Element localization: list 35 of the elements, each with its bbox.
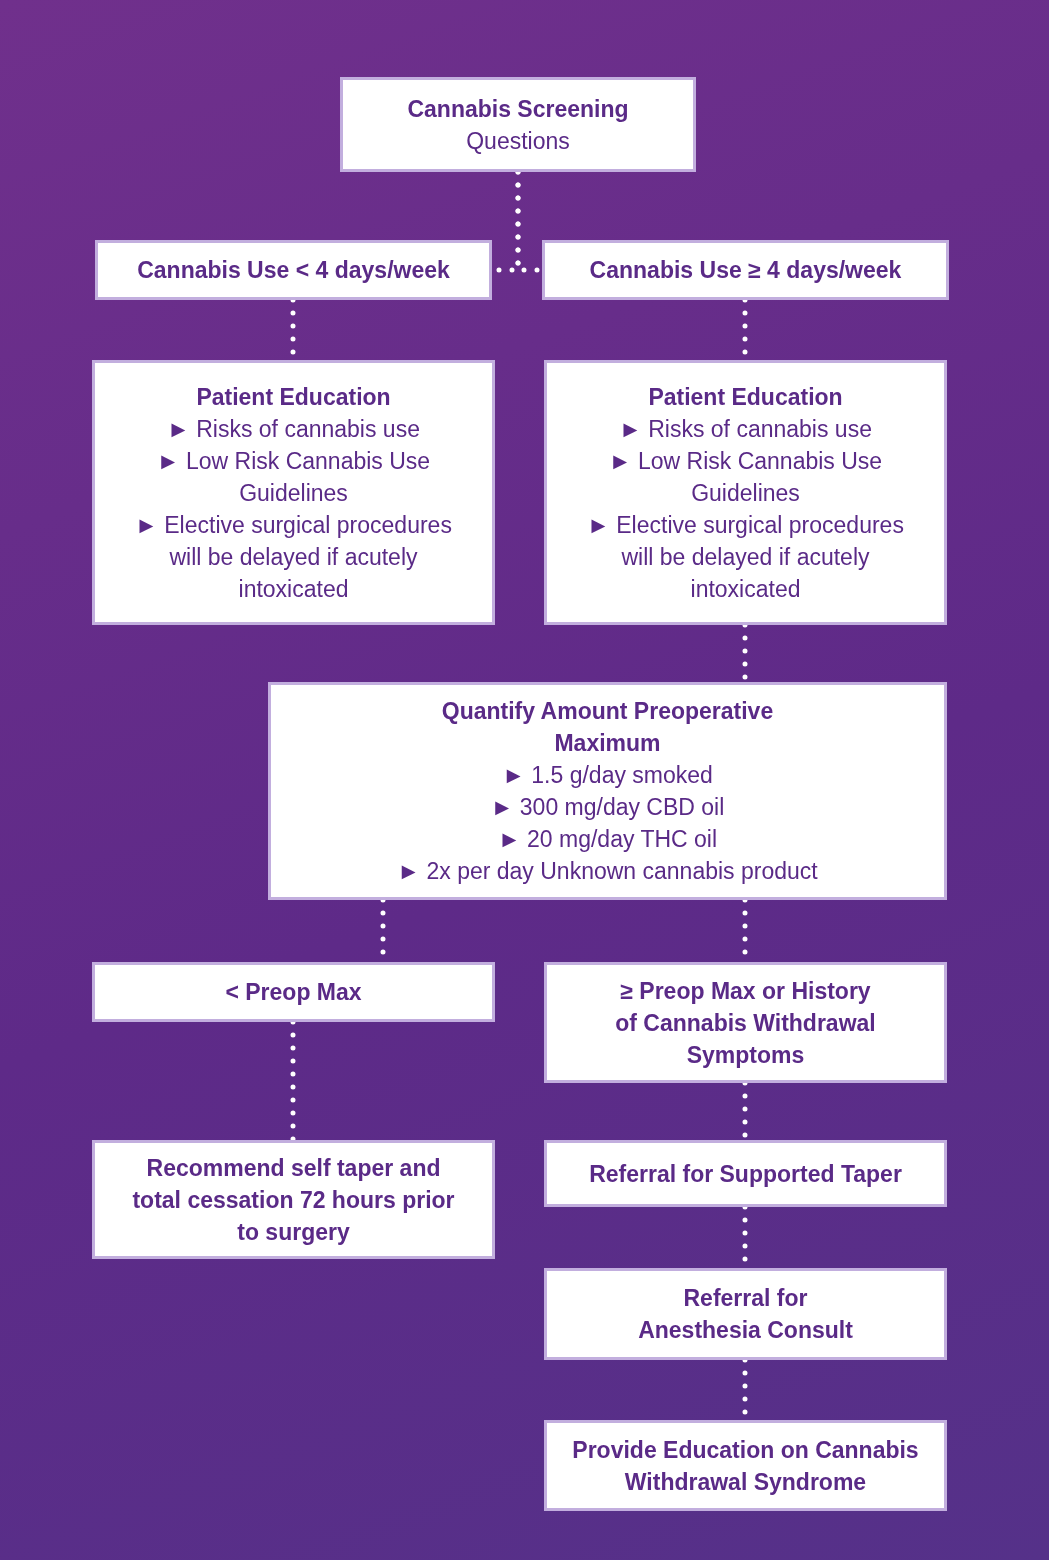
- process-box: [268, 682, 947, 900]
- process-box: [544, 962, 947, 1083]
- box-text: ► Risks of cannabis use: [167, 414, 420, 444]
- box-text: ► Elective surgical procedures will be delayed if acutely intoxicated: [586, 510, 905, 604]
- box-heading: Cannabis Screening: [407, 94, 629, 124]
- box-heading: Quantify Amount Preoperative Maximum: [440, 697, 775, 758]
- process-box: [95, 240, 492, 300]
- box-text: Questions: [466, 126, 570, 156]
- box-text: ► Elective surgical procedures will be delayed if acutely intoxicated: [134, 510, 453, 604]
- box-text: ► 300 mg/day CBD oil: [490, 793, 725, 822]
- process-box: [544, 1268, 947, 1360]
- process-box: [544, 360, 947, 625]
- box-heading: Cannabis Use ≥ 4 days/week: [589, 256, 902, 285]
- box-heading: Provide Education on Cannabis Withdrawal Syndrome: [571, 1435, 920, 1497]
- box-text: ► 1.5 g/day smoked: [502, 761, 713, 790]
- box-heading: ≥ Preop Max or History of Cannabis Withdrawal Symptoms: [614, 976, 877, 1070]
- process-box: [544, 1420, 947, 1511]
- process-box: [92, 360, 495, 625]
- process-box: [542, 240, 949, 300]
- process-box: [544, 1140, 947, 1207]
- box-heading: Recommend self taper and total cessation 72 hours prior to surgery: [131, 1153, 456, 1247]
- box-heading: Referral for Anesthesia Consult: [637, 1284, 854, 1345]
- process-box: [92, 962, 495, 1022]
- box-heading: Referral for Supported Taper: [589, 1159, 902, 1189]
- box-heading: Patient Education: [196, 382, 391, 412]
- box-text: ► 20 mg/day THC oil: [497, 825, 718, 854]
- box-text: ► 2x per day Unknown cannabis product: [397, 857, 818, 886]
- box-heading: Cannabis Use < 4 days/week: [137, 256, 450, 285]
- box-text: ► Low Risk Cannabis Use Guidelines: [155, 446, 432, 508]
- process-box: [340, 77, 696, 172]
- process-box: [92, 1140, 495, 1259]
- box-text: ► Risks of cannabis use: [619, 414, 872, 444]
- box-heading: < Preop Max: [225, 978, 362, 1007]
- box-text: ► Low Risk Cannabis Use Guidelines: [607, 446, 884, 508]
- box-heading: Patient Education: [648, 382, 843, 412]
